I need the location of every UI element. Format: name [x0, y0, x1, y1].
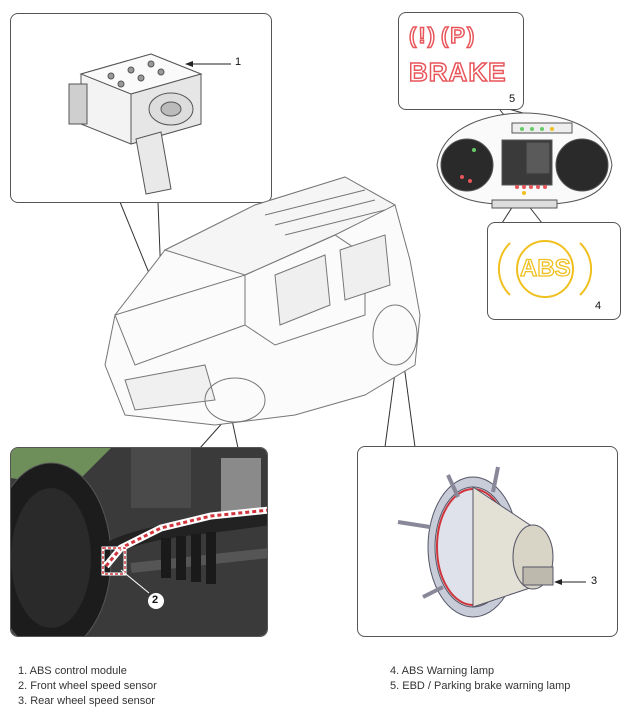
abs-module-panel: 1	[10, 13, 272, 203]
front-wheel-sensor-photo	[11, 448, 267, 636]
legend-right: 4. ABS Warning lamp 5. EBD / Parking bra…	[390, 664, 570, 694]
rear-wheel-hub-illustration	[397, 466, 586, 618]
callout-1: 1	[235, 56, 242, 68]
callout-3: 3	[591, 575, 598, 587]
abs-lamp-panel: ABS 4	[487, 222, 621, 320]
legend-item: 3. Rear wheel speed sensor	[18, 695, 155, 707]
abs-text: ABS	[519, 254, 571, 282]
legend-item: 2. Front wheel speed sensor	[18, 680, 157, 692]
brake-lamp-panel: (!)(P) BRAKE 5	[398, 12, 524, 110]
brake-warning-icons: (!)(P)	[408, 22, 477, 49]
legend-item: 1. ABS control module	[18, 665, 127, 677]
vehicle-illustration	[104, 176, 421, 426]
warning-circle-icon: (!)	[408, 22, 437, 49]
callout-5: 5	[509, 93, 516, 105]
instrument-cluster	[436, 112, 613, 209]
legend-item: 4. ABS Warning lamp	[390, 665, 495, 677]
parking-brake-icon: (P)	[440, 22, 477, 49]
abs-control-module-illustration	[68, 53, 231, 195]
legend-left: 1. ABS control module 2. Front wheel spe…	[18, 664, 157, 709]
abs-warning-icon	[497, 240, 593, 298]
callout-2: 2	[152, 594, 159, 606]
rear-sensor-panel: 3	[357, 446, 618, 637]
callout-4: 4	[595, 300, 602, 312]
legend-item: 5. EBD / Parking brake warning lamp	[390, 680, 571, 692]
front-sensor-panel: 2	[10, 447, 268, 637]
brake-text: BRAKE	[408, 56, 507, 88]
